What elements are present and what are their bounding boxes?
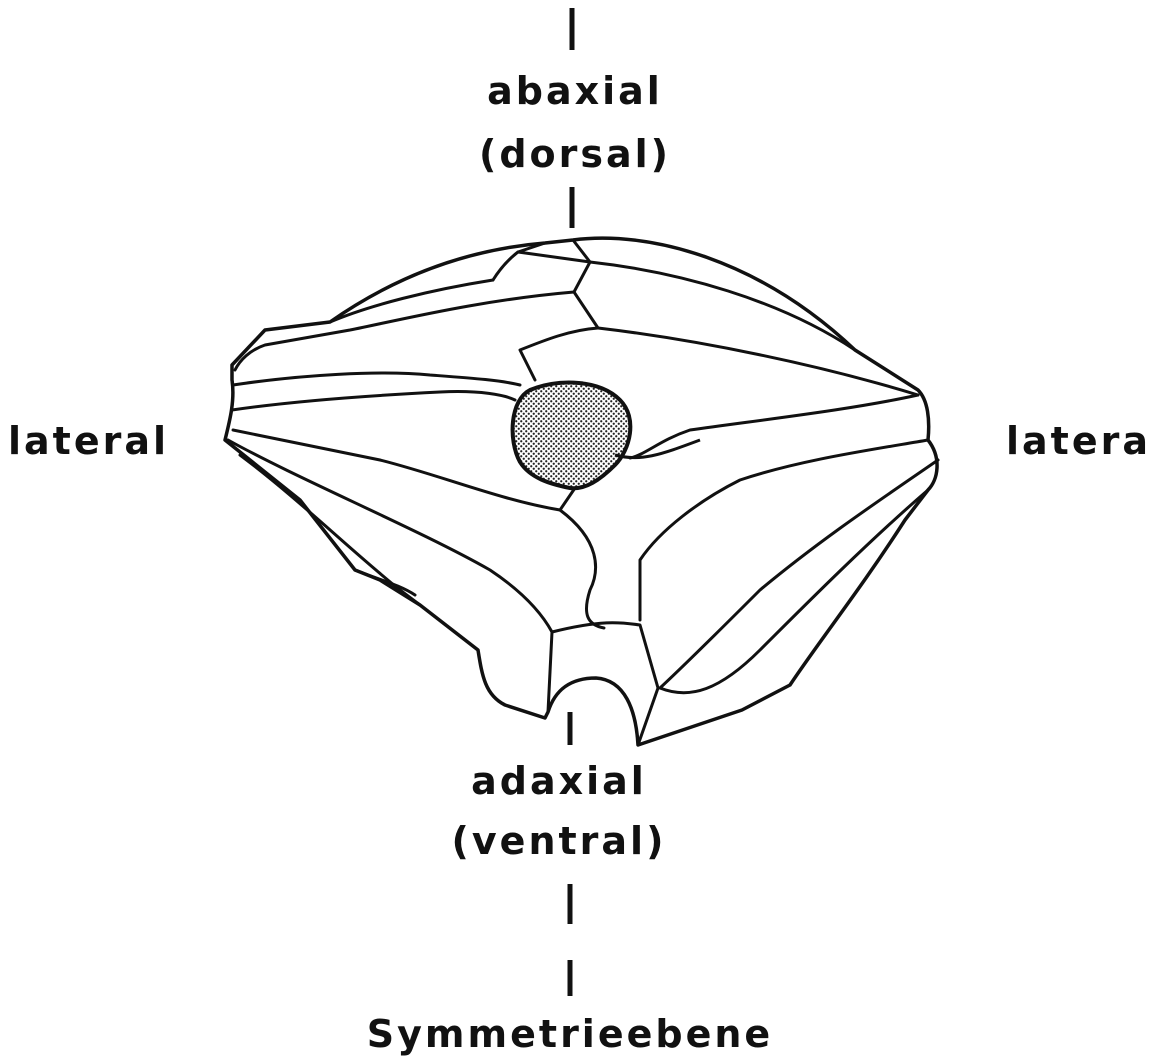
cell-walls <box>228 240 938 745</box>
lateral-right-label: lateral <box>1006 422 1153 460</box>
vascular-bundle <box>513 383 631 489</box>
dorsal-label: (dorsal) <box>450 135 700 173</box>
adaxial-label: adaxial <box>434 762 684 800</box>
symmetry-plane-label: Symmetrieebene <box>340 1015 800 1053</box>
lateral-left-label: lateral <box>8 422 169 460</box>
ventral-label: (ventral) <box>434 822 684 860</box>
abaxial-label: abaxial <box>450 72 700 110</box>
